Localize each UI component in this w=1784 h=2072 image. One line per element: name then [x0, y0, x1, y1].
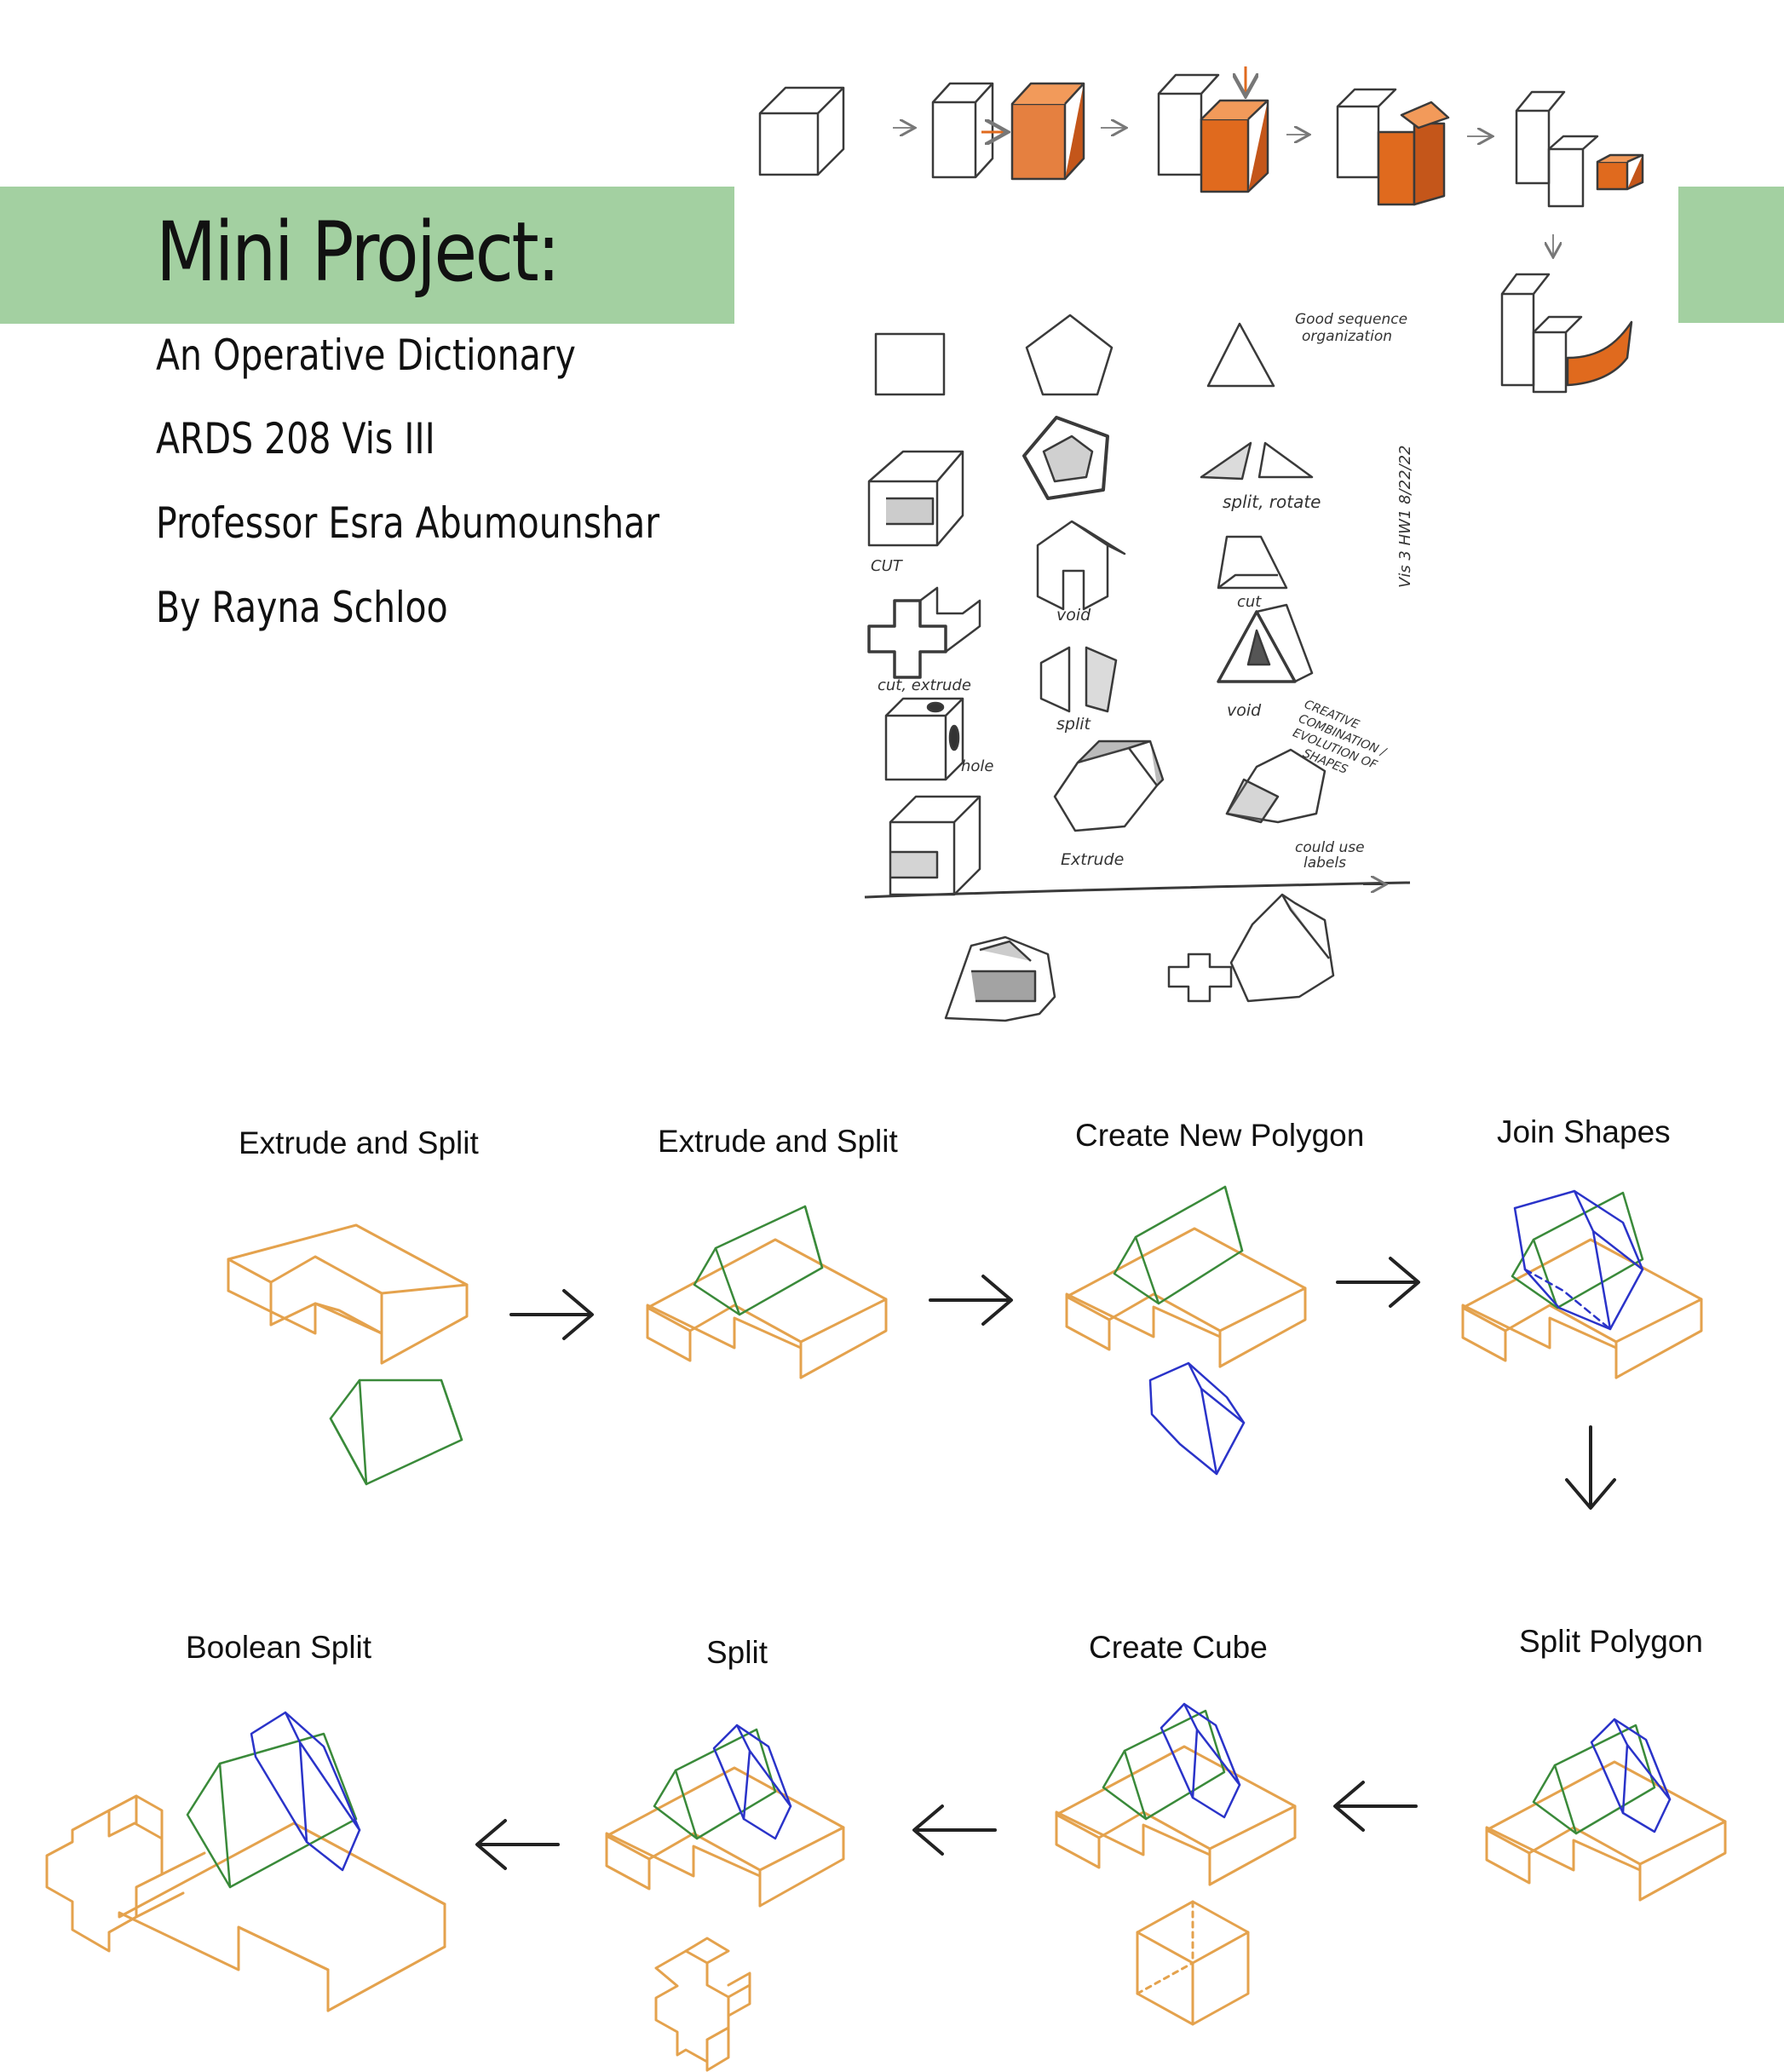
sketch-combo-right — [1167, 893, 1335, 1003]
step2-prism — [693, 1205, 824, 1316]
label-cut: CUT — [871, 557, 904, 575]
step1-base — [227, 1223, 469, 1365]
sketch-combination — [1225, 748, 1326, 824]
step4-prism — [1511, 1191, 1644, 1309]
arrow-left-1 — [1333, 1781, 1418, 1832]
step8-polygon — [250, 1711, 361, 1872]
diagram-step-6 — [1055, 1702, 1297, 2026]
page-title: Mini Project: — [156, 204, 561, 300]
sketch-cube-1 — [758, 86, 845, 176]
diagram-step-1 — [227, 1223, 469, 1486]
arrow-right-3 — [1336, 1257, 1420, 1308]
note-labels: labels — [1303, 855, 1346, 872]
step3-prism — [1113, 1185, 1244, 1305]
arrow-left-3 — [475, 1819, 560, 1870]
step7-cross — [654, 1937, 751, 2072]
diagram-step-3 — [1065, 1185, 1307, 1476]
sketch-pentagon-prism — [1022, 416, 1109, 500]
sketch-step-block — [889, 795, 981, 896]
step3-base — [1065, 1227, 1307, 1368]
sketch-void-shape — [1036, 520, 1126, 611]
step5-base — [1485, 1760, 1727, 1902]
sketch-split-triangles — [1200, 441, 1314, 481]
label-void: void — [1056, 606, 1091, 624]
diagram-step-5 — [1485, 1718, 1727, 1902]
sketch-void-triangle — [1217, 603, 1314, 683]
step8-prism — [186, 1732, 358, 1889]
step-label-2: Extrude and Split — [658, 1124, 898, 1159]
title-band-right — [1678, 187, 1784, 323]
step-label-4: Join Shapes — [1497, 1114, 1671, 1149]
arrow-left-2 — [912, 1804, 997, 1856]
label-cut-2: cut — [1237, 593, 1262, 611]
label-extrude: Extrude — [1061, 850, 1124, 869]
step5-polygon — [1590, 1718, 1672, 1833]
step2-base — [646, 1238, 888, 1379]
sketch-cube-2 — [931, 82, 1085, 181]
diagram-step-7 — [605, 1724, 845, 2072]
step1-prism — [329, 1378, 463, 1486]
step4-base — [1461, 1238, 1703, 1379]
course-name: ARDS 208 Vis III — [156, 414, 435, 463]
arrow-right-1 — [509, 1289, 594, 1340]
diagram-step-4 — [1461, 1189, 1703, 1379]
author-name: By Rayna Schloo — [156, 583, 448, 632]
sketch-triangle — [1206, 322, 1275, 388]
step-label-7: Split — [706, 1635, 768, 1670]
diagram-step-2 — [646, 1205, 888, 1379]
step5-prism — [1532, 1724, 1656, 1835]
step6-polygon — [1160, 1702, 1241, 1819]
step-label-1: Extrude and Split — [239, 1125, 479, 1160]
step-label-6: Create Cube — [1089, 1630, 1268, 1665]
step7-polygon — [712, 1724, 792, 1840]
note-vertical-date: Vis 3 HW1 8/22/22 — [1396, 446, 1414, 588]
sketch-extrude-pentagon — [1053, 740, 1165, 832]
label-hole: hole — [961, 757, 994, 775]
step-label-8: Boolean Split — [186, 1630, 372, 1665]
subtitle: An Operative Dictionary — [156, 331, 576, 380]
sketch-cube-6 — [1500, 273, 1633, 394]
step8-cross — [45, 1794, 206, 1953]
sketch-hole-cube — [884, 697, 964, 781]
step8-base — [118, 1822, 446, 2012]
diagram-step-8 — [45, 1711, 446, 2012]
sketch-square — [874, 332, 946, 396]
step3-polygon — [1148, 1361, 1246, 1476]
step-label-5: Split Polygon — [1519, 1624, 1703, 1659]
sketch-cube-4 — [1336, 88, 1450, 206]
note-organization: organization — [1302, 328, 1392, 345]
title-band-left — [0, 187, 734, 324]
label-void-2: void — [1227, 701, 1262, 720]
step7-prism — [653, 1728, 777, 1840]
step6-prism — [1102, 1709, 1226, 1821]
professor-name: Professor Esra Abumounshar — [156, 498, 660, 548]
sketch-cut-block — [867, 450, 964, 547]
step6-base — [1055, 1745, 1297, 1886]
step6-cube — [1136, 1900, 1250, 2026]
sketch-combo-left — [944, 935, 1056, 1022]
label-split-rotate: split, rotate — [1223, 492, 1321, 512]
sketch-cube-5 — [1515, 90, 1644, 208]
label-cut-extrude: cut, extrude — [878, 676, 971, 694]
step-label-3: Create New Polygon — [1075, 1118, 1365, 1153]
arrow-down — [1565, 1425, 1616, 1510]
sketch-cube-3 — [1157, 66, 1269, 193]
label-split: split — [1056, 715, 1092, 734]
sketch-cut-pyramid — [1217, 535, 1288, 590]
arrow-right-2 — [929, 1275, 1013, 1326]
note-could-use: could use — [1295, 839, 1365, 856]
step4-polygon — [1513, 1189, 1644, 1331]
step7-base — [605, 1766, 845, 1908]
sketch-split-shape — [1039, 646, 1118, 713]
sketch-cross — [867, 586, 981, 679]
note-good-sequence: Good sequence — [1295, 311, 1407, 328]
sketch-drawings: Good sequence organization Vis 3 HW1 8/2… — [758, 66, 1644, 1022]
sketch-pentagon — [1025, 314, 1114, 396]
